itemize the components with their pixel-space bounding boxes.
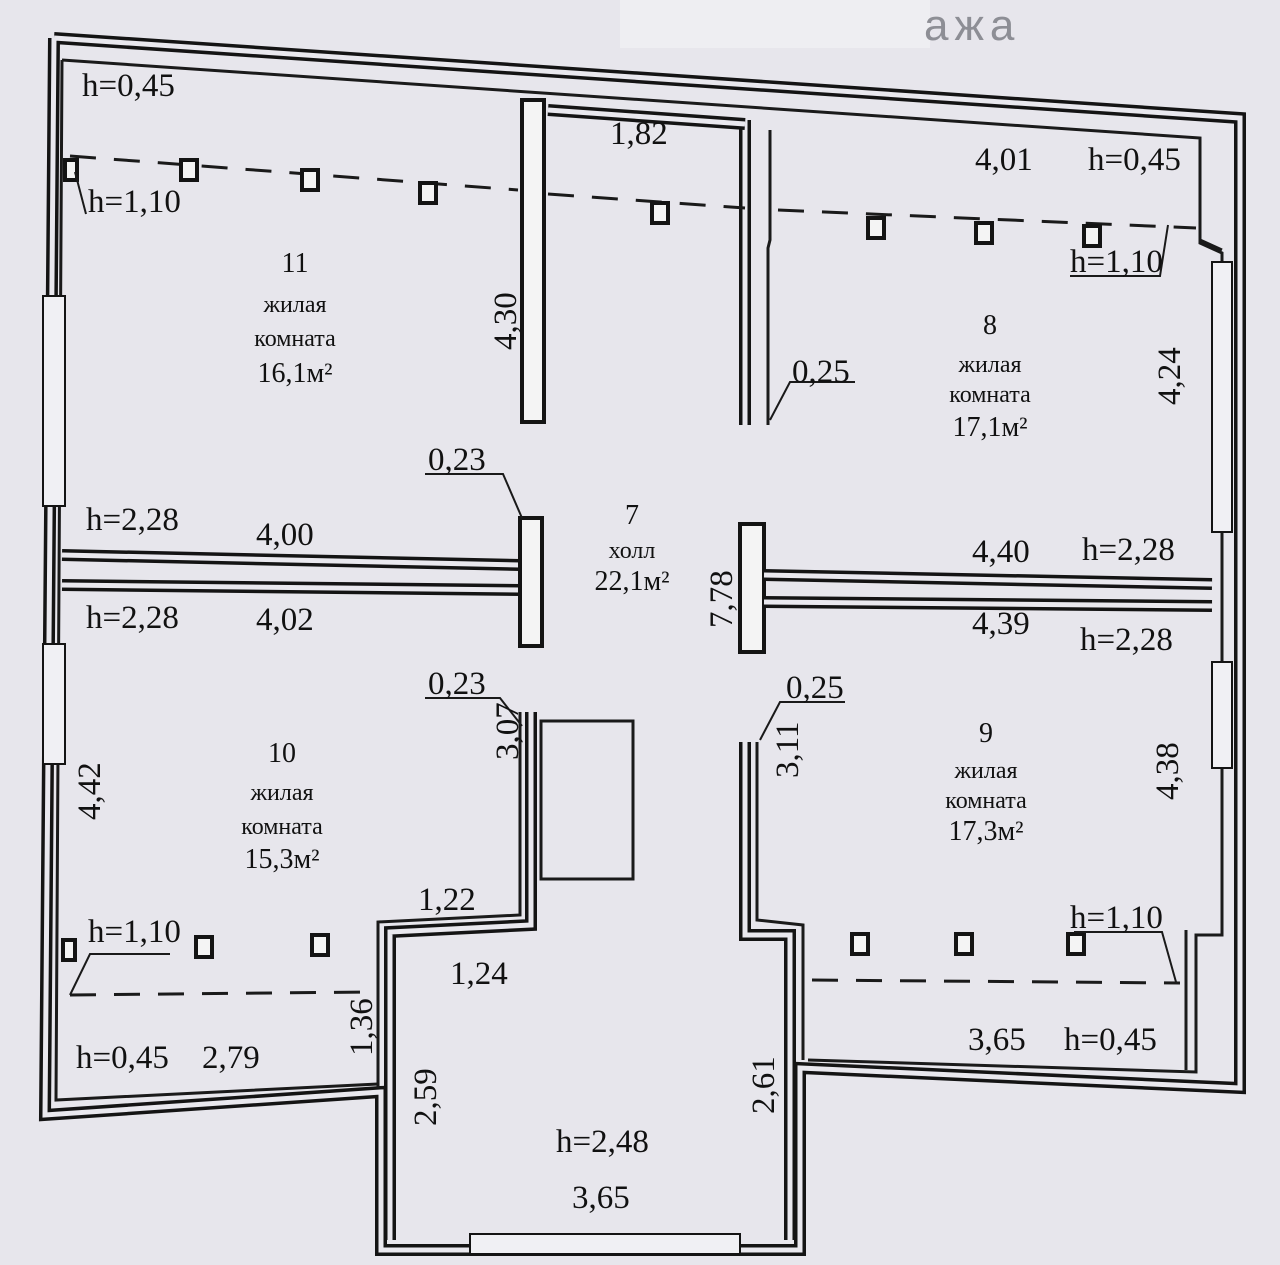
dim-label: 4,42 (72, 762, 108, 820)
leader-lines (69, 171, 1177, 996)
room-8-label: 8 жилая комната 17,1м² (949, 310, 1031, 443)
dim-label: 7,78 (704, 570, 740, 628)
window-left-bottom (42, 643, 66, 765)
room-type-2: комната (949, 382, 1031, 408)
room-type: жилая (249, 780, 313, 806)
window-bottom (469, 1233, 741, 1255)
room-type: холл (609, 538, 656, 564)
room-number: 8 (983, 310, 997, 341)
room-type: жилая (957, 352, 1021, 378)
dim-label: 3,11 (770, 721, 806, 778)
window-left-top (42, 295, 66, 507)
room-area: 22,1м² (594, 566, 669, 597)
height-label: h=2,28 (1082, 532, 1175, 568)
dim-label: 4,00 (256, 517, 314, 553)
room-7-label: 7 холл 22,1м² (594, 500, 669, 597)
height-label: h=1,10 (1070, 900, 1163, 936)
dim-label: 4,38 (1150, 742, 1186, 800)
dim-label: 4,01 (975, 142, 1033, 178)
wall-11-right (520, 98, 546, 424)
chimney-box (539, 719, 635, 881)
dim-label: 4,02 (256, 602, 314, 638)
dim-label: 0,23 (428, 442, 486, 478)
window-right-top (1211, 261, 1233, 533)
dim-label: 3,07 (490, 702, 526, 760)
dim-label: 1,36 (344, 998, 380, 1056)
dim-label: 0,25 (792, 354, 850, 390)
room-area: 17,3м² (948, 816, 1023, 847)
height-label: h=0,45 (82, 68, 175, 104)
dim-label: 4,24 (1152, 347, 1188, 405)
height-label: h=0,45 (76, 1040, 169, 1076)
dim-label: 2,61 (746, 1056, 782, 1114)
wall-node-left (518, 516, 544, 648)
room-9-label: 9 жилая комната 17,3м² (945, 718, 1027, 847)
room-type-2: комната (241, 814, 323, 840)
room-type: жилая (953, 758, 1017, 784)
dim-label: 4,39 (972, 606, 1030, 642)
room-number: 11 (282, 248, 309, 279)
room-number: 7 (625, 500, 639, 531)
room-11-label: 11 жилая комната 16,1м² (254, 248, 336, 389)
header-smudge (620, 0, 930, 48)
height-label: h=2,48 (556, 1124, 649, 1160)
radiator-marks (61, 158, 1102, 962)
room-area: 15,3м² (244, 844, 319, 875)
dim-label: 3,65 (572, 1180, 630, 1216)
dim-label: 2,59 (408, 1068, 444, 1126)
dim-label: 0,23 (428, 666, 486, 702)
height-label: h=2,28 (86, 502, 179, 538)
wall-node-right (738, 522, 766, 654)
height-label: h=2,28 (86, 600, 179, 636)
window-right-bottom (1211, 661, 1233, 769)
dim-label: 2,79 (202, 1040, 260, 1076)
height-labels: h=0,45 h=1,10 h=0,45 h=1,10 h=2,28 h=2,2… (76, 68, 1181, 1160)
dim-label: 4,40 (972, 534, 1030, 570)
height-label: h=1,10 (88, 184, 181, 220)
dim-label: 0,25 (786, 670, 844, 706)
interior-walls (61, 98, 1223, 1240)
dim-label: 1,82 (610, 116, 668, 152)
height-label: h=0,45 (1064, 1022, 1157, 1058)
room-type-2: комната (945, 788, 1027, 814)
dim-label: 4,30 (488, 292, 524, 350)
room-number: 9 (979, 718, 993, 749)
room-number: 10 (268, 738, 296, 769)
dim-label: 1,22 (418, 882, 476, 918)
dashed-lines (69, 154, 1197, 997)
room-type-2: комната (254, 326, 336, 352)
dimension-labels: 1,82 4,01 4,30 0,25 4,24 0,23 4,00 7,78 … (72, 116, 1188, 1216)
dim-label: 3,65 (968, 1022, 1026, 1058)
header-title-fragment: ажа (924, 1, 1020, 50)
height-label: h=0,45 (1088, 142, 1181, 178)
height-label: h=1,10 (1070, 244, 1163, 280)
room-10-label: 10 жилая комната 15,3м² (241, 738, 323, 875)
height-label: h=2,28 (1080, 622, 1173, 658)
height-label: h=1,10 (88, 914, 181, 950)
room-area: 16,1м² (257, 358, 332, 389)
windows (42, 261, 1233, 1255)
room-type: жилая (262, 292, 326, 318)
dim-label: 1,24 (450, 956, 508, 992)
room-area: 17,1м² (952, 412, 1027, 443)
